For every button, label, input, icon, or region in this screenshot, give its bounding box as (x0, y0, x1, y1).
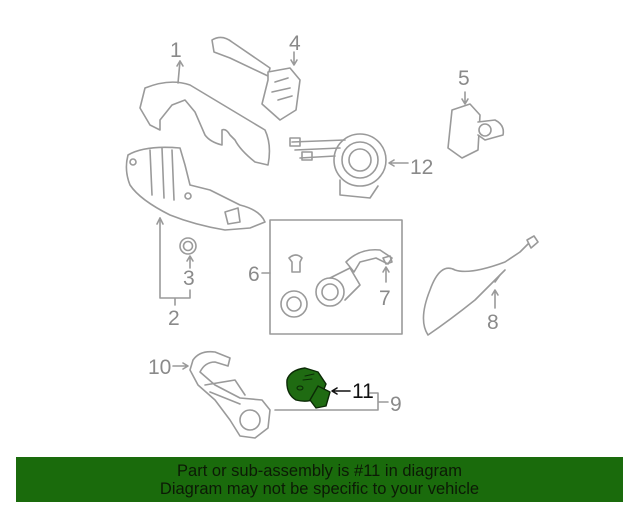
banner-line-1: Part or sub-assembly is #11 in diagram (177, 461, 462, 480)
part-12-clock-spring[interactable] (289, 133, 409, 199)
callout-7[interactable]: 7 (379, 287, 391, 310)
part-11-ignition-switch-highlighted[interactable] (286, 367, 351, 409)
leader-9 (274, 392, 389, 411)
part-6-lock-cylinder-box[interactable] (261, 219, 403, 335)
callout-9[interactable]: 9 (390, 393, 402, 416)
part-5-wiper-switch[interactable] (447, 91, 505, 159)
banner-line-2: Diagram may not be specific to your vehi… (159, 479, 480, 498)
callout-10[interactable]: 10 (148, 356, 172, 379)
part-info-banner: Part or sub-assembly is #11 in diagram D… (16, 457, 623, 502)
part-1-upper-shroud[interactable] (139, 60, 271, 166)
callout-4[interactable]: 4 (289, 32, 301, 55)
part-8-cable[interactable] (422, 235, 539, 336)
part-4-multifunction-switch[interactable] (211, 36, 301, 121)
callout-5[interactable]: 5 (458, 67, 470, 90)
callout-12[interactable]: 12 (410, 156, 434, 179)
parts-diagram (125, 36, 539, 439)
part-3-grommet[interactable] (179, 237, 197, 269)
callout-6[interactable]: 6 (248, 263, 260, 286)
callout-11-active[interactable]: 11 (352, 380, 374, 403)
callout-3[interactable]: 3 (183, 267, 195, 290)
part-2-lower-shroud[interactable] (125, 146, 266, 306)
callout-1[interactable]: 1 (170, 39, 182, 62)
callout-2[interactable]: 2 (168, 307, 180, 330)
part-10-bracket-and-housing[interactable] (172, 350, 271, 439)
callout-8[interactable]: 8 (487, 311, 499, 334)
